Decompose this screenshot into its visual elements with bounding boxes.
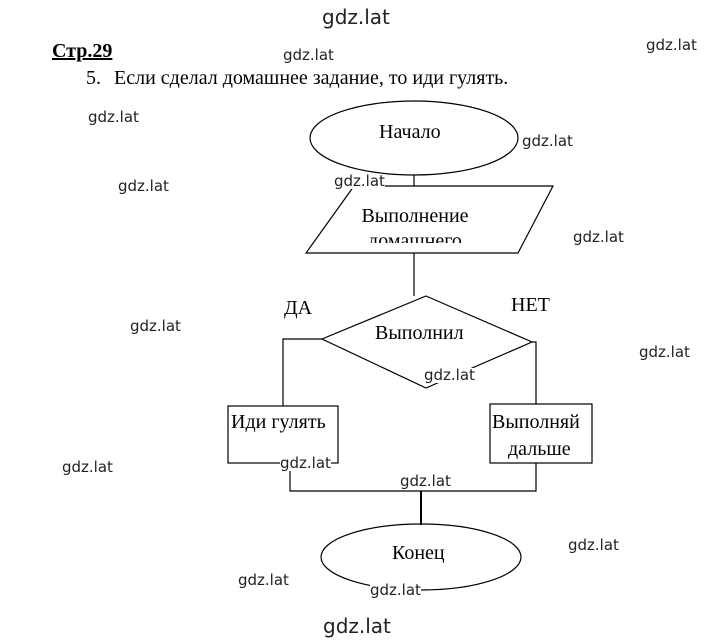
watermark: gdz.lat: [238, 571, 289, 589]
task-statement: 5. Если сделал домашнее задание, то иди …: [86, 67, 508, 90]
watermark: gdz.lat: [370, 581, 421, 599]
connector-merge-left: [289, 463, 421, 492]
end-terminal: [320, 523, 522, 591]
task-number: 5.: [86, 67, 101, 89]
no-action-label-line1: Выполняй: [492, 411, 580, 433]
watermark: gdz.lat: [639, 343, 690, 361]
watermark: gdz.lat: [62, 458, 113, 476]
connector-yes-branch: [282, 338, 322, 406]
watermark-bottom: gdz.lat: [323, 614, 391, 638]
watermark: gdz.lat: [283, 46, 334, 64]
input-label-clip: Выполнение домашнего: [330, 204, 500, 243]
connector-no-branch: [532, 341, 537, 404]
task-text: Если сделал домашнее задание, то иди гул…: [114, 67, 509, 89]
watermark: gdz.lat: [280, 454, 331, 472]
watermark: gdz.lat: [424, 366, 475, 384]
end-label: Конец: [392, 542, 445, 564]
watermark-top: gdz.lat: [322, 5, 390, 29]
no-label: НЕТ: [511, 294, 550, 316]
watermark: gdz.lat: [400, 472, 451, 490]
watermark: gdz.lat: [522, 132, 573, 150]
watermark: gdz.lat: [646, 36, 697, 54]
no-action-box: [489, 403, 593, 464]
watermark: gdz.lat: [130, 317, 181, 335]
watermark: gdz.lat: [88, 108, 139, 126]
yes-action-label: Иди гулять: [231, 411, 326, 433]
no-action-label-line2: дальше: [508, 438, 571, 460]
decision-label: Выполнил: [375, 322, 464, 344]
connector-merge-right: [421, 463, 537, 492]
input-parallelogram: [304, 185, 554, 254]
page-heading: Стр.29: [52, 40, 113, 62]
watermark: gdz.lat: [118, 177, 169, 195]
input-label: Выполнение домашнего: [361, 205, 469, 243]
start-label: Начало: [379, 121, 441, 143]
decision-diamond: [320, 295, 534, 389]
yes-label: ДА: [284, 297, 313, 319]
watermark: gdz.lat: [573, 228, 624, 246]
watermark: gdz.lat: [568, 536, 619, 554]
watermark: gdz.lat: [334, 172, 385, 190]
